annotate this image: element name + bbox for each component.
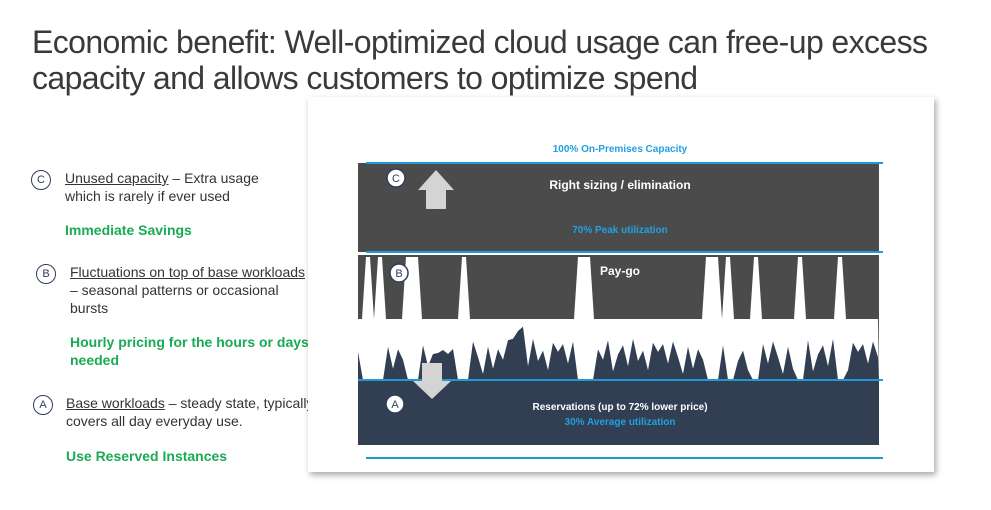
diagram-panel: C B A 100% On-Premises Capacity Right si… [308,97,934,472]
zone-a-band [358,378,879,445]
legend-b-benefit-line1: Hourly pricing for the hours or days [70,334,309,350]
capacity-diagram: C B A 100% On-Premises Capacity Right si… [358,144,883,459]
diagram-badge-b-label: B [395,268,402,280]
diagram-badge-c-icon: C [386,168,406,188]
average-label: 30% Average utilization [565,417,676,428]
diagram-badge-a-label: A [391,399,399,411]
zone-c-label: Right sizing / elimination [549,178,690,192]
legend-a-text: Base workloads – steady state, typically… [66,394,313,430]
legend-a-line2: covers all day everyday use. [66,413,243,429]
arrow-down-icon [413,363,451,399]
legend-b-line2: – seasonal patterns or occasional [70,282,279,298]
title-line-2: capacity and allows customers to optimiz… [32,60,698,96]
diagram-badge-b-icon: B [389,263,409,283]
zone-a-label: Reservations (up to 72% lower price) [532,402,707,413]
badge-c-icon: C [31,170,51,190]
badge-a-icon: A [33,395,53,415]
peak-label: 70% Peak utilization [572,225,668,236]
legend-a-benefit: Use Reserved Instances [66,448,228,464]
capacity-label: 100% On-Premises Capacity [553,144,688,155]
diagram-badge-a-icon: A [385,394,405,414]
legend-c-heading: Unused capacity [65,170,169,186]
legend-c-rest: – Extra usage [168,170,259,186]
legend-b-benefit: Hourly pricing for the hours or days nee… [70,333,309,369]
zone-b-label: Pay-go [600,264,640,278]
legend-b-benefit-line2: needed [70,352,120,368]
legend-c-line2: which is rarely if ever used [65,188,230,204]
title-line-1: Economic benefit: Well-optimized cloud u… [32,24,928,60]
usage-base-fill [358,326,879,380]
legend-a-rest: – steady state, typically [164,395,314,411]
arrow-up-icon [418,170,454,209]
legend-c-benefit: Immediate Savings [65,222,192,238]
diagram-badge-c-label: C [392,173,400,185]
legend-c-text: Unused capacity – Extra usage which is r… [65,169,259,205]
legend-b-heading: Fluctuations on top of base workloads [70,264,306,280]
legend-b-line3: bursts [70,300,109,316]
legend-b-text: Fluctuations on top of base workloads – … [70,263,305,317]
legend-a-heading: Base workloads [66,395,165,411]
page-title: Economic benefit: Well-optimized cloud u… [32,24,972,96]
badge-b-icon: B [36,264,56,284]
